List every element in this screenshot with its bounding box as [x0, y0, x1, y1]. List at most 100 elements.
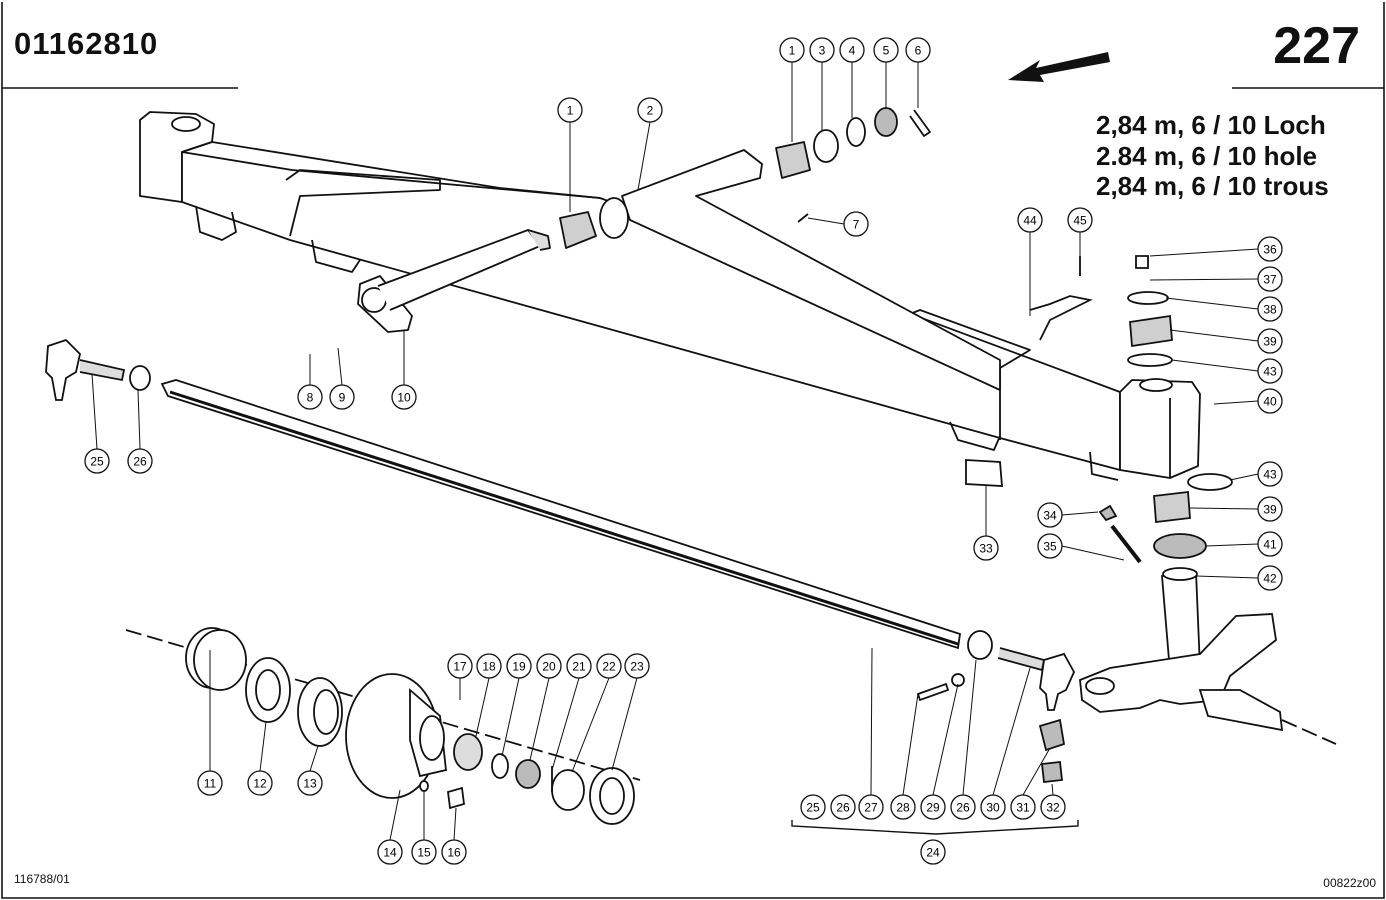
callout-label: 42: [1263, 572, 1277, 586]
callout-label: 44: [1023, 214, 1037, 228]
callout-circle: [247, 770, 273, 796]
leader-line: [611, 677, 638, 771]
callout-label: 24: [926, 846, 940, 860]
leader-line: [501, 677, 520, 757]
callout-label: 43: [1263, 365, 1277, 379]
callout-label: 1: [567, 104, 574, 118]
leader-line: [309, 745, 319, 772]
callout-label: 23: [630, 660, 644, 674]
callout-circle: [476, 653, 502, 679]
callout-circle: [596, 653, 622, 679]
leader-line: [962, 659, 977, 796]
callout-21: 21: [566, 653, 592, 679]
callout-label: 26: [836, 801, 850, 815]
callout-29: 29: [920, 794, 946, 820]
callout-12: 12: [247, 770, 273, 796]
callout-19: 19: [506, 653, 532, 679]
callout-25: 25: [800, 794, 826, 820]
leader-line: [453, 807, 457, 841]
callout-circle: [830, 794, 856, 820]
callout-circle: [839, 37, 865, 63]
callout-28: 28: [890, 794, 916, 820]
callout-circle: [800, 794, 826, 820]
callout-23: 23: [624, 653, 650, 679]
drawing-code-left: 116788/01: [14, 872, 70, 886]
callout-11: 11: [197, 770, 223, 796]
callout-1: 1: [779, 37, 805, 63]
axle-beam: [139, 107, 1201, 481]
callout-label: 18: [482, 660, 496, 674]
callout-circle: [297, 770, 323, 796]
callout-circle: [297, 384, 323, 410]
callout-circle: [637, 97, 663, 123]
callout-30: 30: [980, 794, 1006, 820]
callout-33: 33: [973, 535, 999, 561]
part-number: 01162810: [14, 26, 159, 61]
leader-line: [1229, 473, 1259, 481]
callout-circle: [858, 794, 884, 820]
callout-label: 7: [853, 218, 860, 232]
group-bracket: [791, 820, 1079, 835]
leader-line: [1051, 783, 1054, 796]
callout-circle: [1257, 266, 1283, 292]
callout-label: 39: [1263, 335, 1277, 349]
callout-circle: [809, 37, 835, 63]
callout-label: 13: [303, 777, 317, 791]
callout-label: 32: [1046, 801, 1060, 815]
leader-line: [259, 721, 267, 772]
callout-44: 44: [1017, 207, 1043, 233]
callout-45: 45: [1067, 207, 1093, 233]
callout-32: 32: [1040, 794, 1066, 820]
callout-43: 43: [1257, 358, 1283, 384]
callout-circle: [441, 839, 467, 865]
leader-line: [1213, 400, 1259, 405]
callout-circle: [411, 839, 437, 865]
spec-line-english: 2.84 m, 6 / 10 hole: [1096, 141, 1318, 171]
callout-circle: [1037, 533, 1063, 559]
leader-line: [1061, 511, 1099, 516]
callout-label: 19: [512, 660, 526, 674]
leader-line: [1149, 278, 1259, 281]
callout-circle: [1257, 236, 1283, 262]
callout-16: 16: [441, 839, 467, 865]
callout-label: 34: [1043, 509, 1057, 523]
callout-label: 12: [253, 777, 267, 791]
callout-circle: [1257, 328, 1283, 354]
callout-2: 2: [637, 97, 663, 123]
leader-line: [1171, 359, 1259, 372]
leader-line: [337, 347, 343, 386]
callout-label: 35: [1043, 540, 1057, 554]
leader-line: [902, 693, 919, 796]
callout-circle: [1257, 461, 1283, 487]
leader-line: [1061, 545, 1125, 561]
callout-35: 35: [1037, 533, 1063, 559]
callout-label: 8: [307, 391, 314, 405]
drawing-code-right: 00822z00: [1323, 876, 1376, 890]
callout-label: 45: [1073, 214, 1087, 228]
callout-circle: [197, 770, 223, 796]
callout-6: 6: [905, 37, 931, 63]
callout-41: 41: [1257, 531, 1283, 557]
callout-1: 1: [557, 97, 583, 123]
callout-39: 39: [1257, 496, 1283, 522]
callout-label: 14: [383, 846, 397, 860]
callout-circle: [447, 653, 473, 679]
callout-20: 20: [536, 653, 562, 679]
callout-circle: [84, 448, 110, 474]
leader-line: [1205, 543, 1259, 547]
callout-43: 43: [1257, 461, 1283, 487]
callout-label: 3: [819, 44, 826, 58]
callout-label: 41: [1263, 538, 1277, 552]
callout-38: 38: [1257, 296, 1283, 322]
callout-label: 11: [204, 777, 217, 791]
callout-17: 17: [447, 653, 473, 679]
leader-line: [475, 677, 490, 737]
callout-label: 16: [447, 846, 461, 860]
callout-circle: [557, 97, 583, 123]
callout-circle: [1040, 794, 1066, 820]
callout-label: 17: [453, 660, 467, 674]
callout-circle: [873, 37, 899, 63]
callout-label: 39: [1263, 503, 1277, 517]
callout-label: 26: [956, 801, 970, 815]
